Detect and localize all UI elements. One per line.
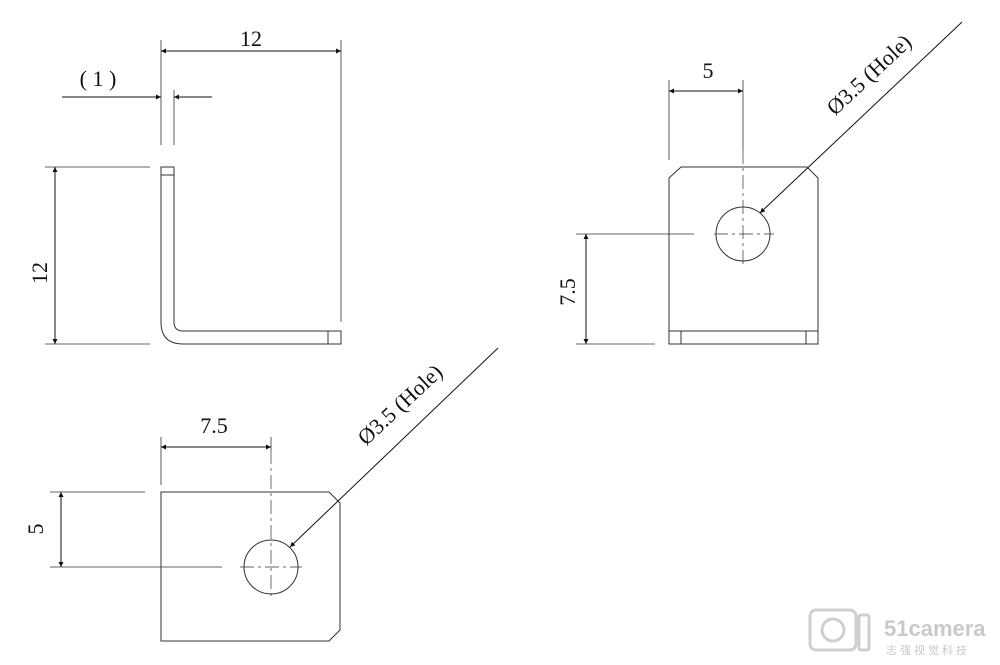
right-y-dimension-label: 7.5 (555, 278, 580, 306)
side-height-label: 12 (27, 262, 52, 284)
side-view (45, 40, 342, 345)
left-y-dimension-label: 5 (23, 524, 48, 535)
camera-logo-icon (808, 608, 871, 652)
front-view-right (576, 21, 963, 345)
left-hole-leader (289, 347, 499, 548)
watermark: 51camera 志强视觉科技 (808, 608, 986, 657)
right-hole-leader (759, 21, 963, 214)
plate-outline-left (160, 491, 341, 642)
watermark-subtitle: 志强视觉科技 (886, 643, 970, 657)
left-hole-label: Ø3.5 (Hole) (352, 359, 447, 450)
front-view-left (50, 347, 499, 642)
left-x-dimension-label: 7.5 (200, 413, 228, 438)
side-thickness-label: ( 1 ) (80, 66, 117, 91)
bracket-profile (160, 166, 342, 345)
plate-outline-right (668, 166, 819, 345)
watermark-brand: 51camera (884, 616, 986, 641)
side-width-label: 12 (240, 26, 262, 51)
right-x-dimension-label: 5 (703, 58, 714, 83)
right-hole-label: Ø3.5 (Hole) (821, 29, 916, 120)
